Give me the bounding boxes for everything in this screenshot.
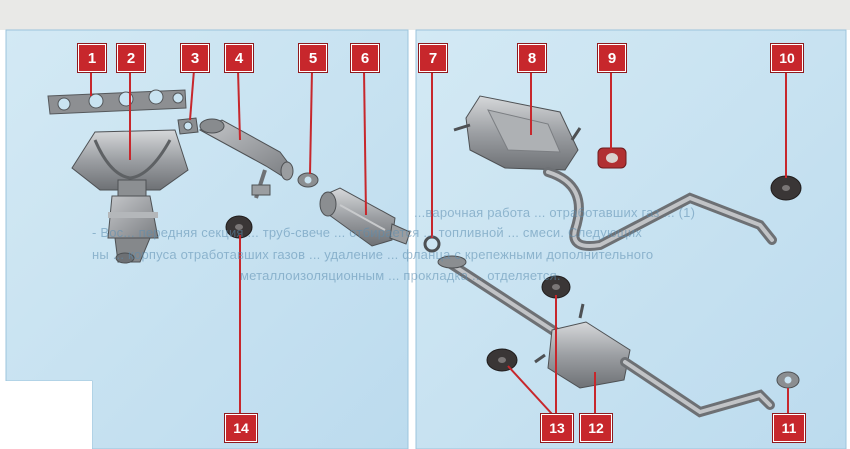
- callout-10: 10: [771, 44, 803, 72]
- part-6-catalytic-converter: [319, 187, 411, 247]
- callout-9: 9: [598, 44, 626, 72]
- callout-11: 11: [773, 414, 805, 442]
- part-8-rear-muffler: [453, 95, 777, 251]
- part-12-intermediate-pipe: [437, 255, 775, 418]
- page-top-strip: [0, 0, 850, 30]
- callout-14: 14: [225, 414, 257, 442]
- callout-3: 3: [181, 44, 209, 72]
- part-4-front-pipe: [198, 118, 294, 199]
- callout-12: 12: [580, 414, 612, 442]
- part-14-rubber-mount: [225, 215, 253, 239]
- leader-lines: [90, 69, 789, 415]
- callout-1: 1: [78, 44, 106, 72]
- callout-4: 4: [225, 44, 253, 72]
- callout-5: 5: [299, 44, 327, 72]
- part-10-rubber-mount: [770, 175, 802, 201]
- callout-8: 8: [518, 44, 546, 72]
- part-5-gasket: [297, 172, 319, 188]
- callout-7: 7: [419, 44, 447, 72]
- part-11-gasket: [776, 371, 800, 389]
- part-9-rubber-cushion: [597, 147, 627, 169]
- part-13-rubber-mounts: [486, 275, 571, 372]
- callout-13: 13: [541, 414, 573, 442]
- part-3-gasket: [177, 117, 199, 135]
- callout-2: 2: [117, 44, 145, 72]
- blank-corner: [0, 381, 92, 449]
- callout-6: 6: [351, 44, 379, 72]
